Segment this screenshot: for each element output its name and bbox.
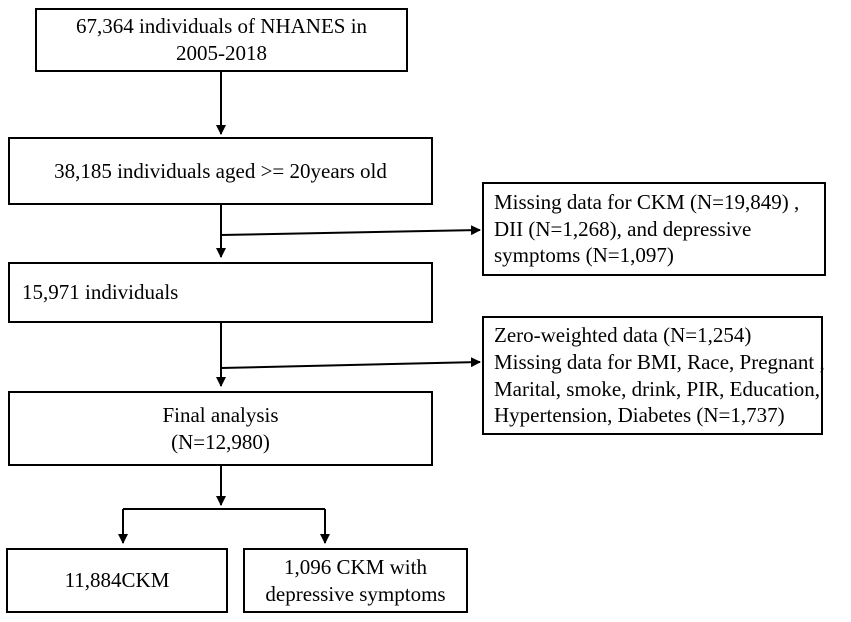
box-exclude2-line-3: Marital, smoke, drink, PIR, Education,: [494, 376, 821, 401]
box-ckm-dep-line-1: 1,096 CKM with: [284, 554, 427, 579]
box-final: Final analysis (N=12,980): [8, 391, 433, 466]
box-exclude2-line-1: Zero-weighted data (N=1,254): [494, 322, 752, 347]
box-exclude2-line-4: Hypertension, Diabetes (N=1,737): [494, 403, 785, 428]
box-ckm-line-1: 11,884CKM: [64, 568, 170, 593]
box-final-line-2: (N=12,980): [171, 429, 270, 454]
box-final-line-1: Final analysis: [162, 402, 279, 427]
box-exclude2: Zero-weighted data (N=1,254) Missing dat…: [482, 316, 825, 435]
box-15971: 15,971 individuals: [8, 262, 433, 323]
box-exclude2-line-2: Missing data for BMI, Race, Pregnant ,: [494, 349, 825, 374]
box-ckm-dep-line-2: depressive symptoms: [265, 581, 446, 606]
box-age-line-1: 38,185 individuals aged >= 20years old: [54, 158, 387, 183]
box-start-line-1: 67,364 individuals of NHANES in: [75, 14, 368, 39]
box-exclude1-line-2: DII (N=1,268), and depressive: [494, 216, 752, 241]
box-15971-line-1: 15,971 individuals: [22, 280, 179, 305]
box-exclude1-line-3: symptoms (N=1,097): [494, 243, 674, 268]
box-exclude1: Missing data for CKM (N=19,849) , DII (N…: [482, 182, 826, 276]
arrow-to-exclude2: [220, 357, 481, 369]
box-start-line-2: 2005-2018: [176, 41, 267, 65]
box-age: 38,185 individuals aged >= 20years old: [8, 137, 433, 205]
box-ckm-dep: 1,096 CKM with depressive symptoms: [243, 548, 468, 613]
box-exclude1-line-1: Missing data for CKM (N=19,849) ,: [494, 189, 800, 214]
box-ckm: 11,884CKM: [6, 548, 228, 613]
box-start: 67,364 individuals of NHANES in 2005-201…: [35, 8, 408, 72]
arrow-to-exclude1: [220, 225, 481, 236]
